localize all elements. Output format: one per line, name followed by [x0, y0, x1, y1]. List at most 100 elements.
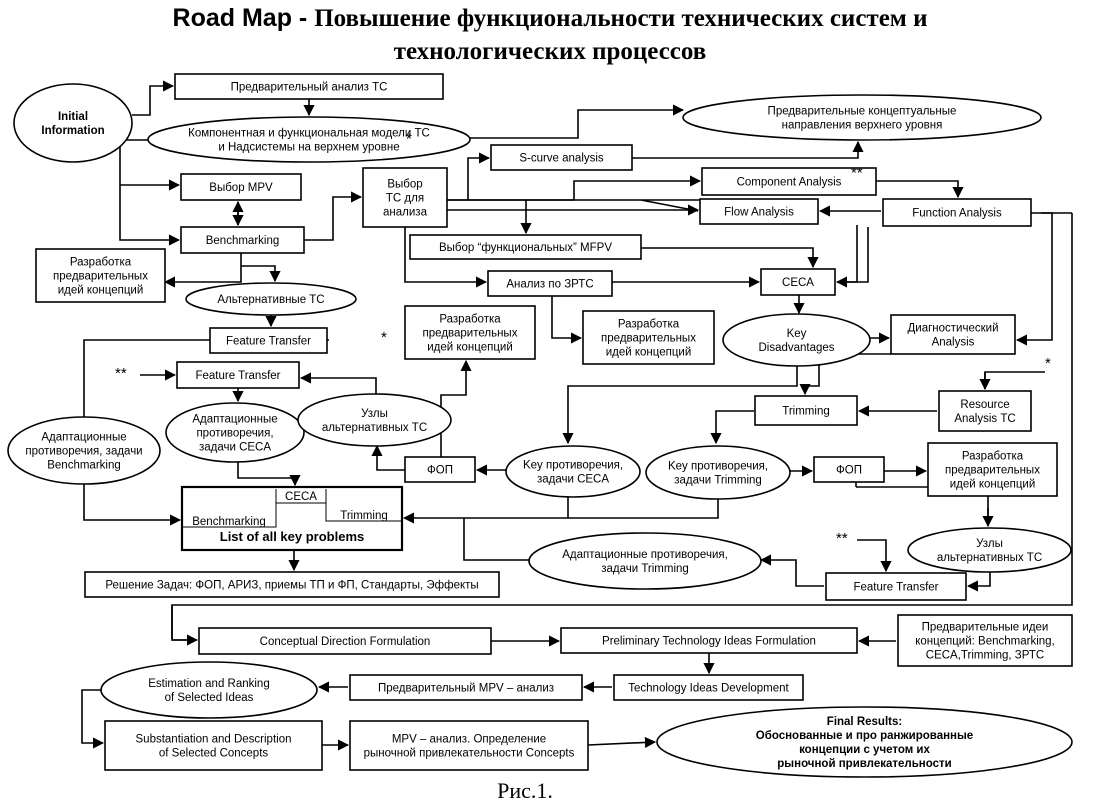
node-shape [645, 445, 791, 500]
node-shape [701, 167, 877, 196]
node-text: CECA,Trimming, ЗРТС [926, 650, 1044, 662]
node-function-analysis: Function Analysis [882, 198, 1032, 227]
node-shape [404, 305, 536, 360]
node-text: Benchmarking [206, 235, 280, 247]
node-text: Feature Transfer [195, 370, 280, 382]
node-shape [362, 167, 448, 228]
node-flow-analysis: Flow Analysis [699, 198, 819, 225]
node-text: Узлы [976, 538, 1003, 550]
node-text: Альтернативные ТС [217, 294, 324, 306]
node-text: Разработка [962, 451, 1024, 463]
node-text: Analysis ТС [954, 413, 1015, 425]
key-problems-divider [182, 502, 402, 528]
connector-arrow [632, 140, 864, 159]
connector-arrow [237, 462, 301, 487]
node-text: Estimation and Ranking [148, 678, 269, 690]
node-tech-ideas-dev: Technology Ideas Development [613, 674, 804, 701]
node-shape [938, 390, 1032, 432]
node-shape [882, 198, 1032, 227]
node-text: Предварительные концептуальные [768, 106, 957, 118]
node-text: Preliminary Technology Ideas Formulation [602, 636, 816, 648]
node-text: of Selected Concepts [159, 748, 269, 760]
node-text: концепции с учетом их [799, 744, 930, 756]
node-text: Final Results: [827, 716, 902, 728]
node-shape [682, 94, 1042, 141]
connector-arrow [641, 247, 819, 269]
key-problems-sublabel: Benchmarking [192, 516, 266, 528]
node-key-contr-ceca: Key противоречия, задачи CECA [505, 445, 641, 498]
node-text: Решение Задач: ФОП, АРИЗ, приемы ТП и ФП… [105, 580, 478, 592]
node-select-mpv: Выбор MPV [180, 173, 302, 201]
node-text: и Надсистемы на верхнем уровне [218, 142, 399, 154]
node-shape [890, 314, 1016, 355]
connector-arrow [857, 539, 892, 573]
node-adapt-trim: Адаптационные противоречия,задачи Trimmi… [528, 532, 762, 590]
node-feature-transfer-1: Feature Transfer [209, 327, 328, 354]
node-text: предварительных [945, 465, 1040, 477]
connector-arrow [1015, 212, 1053, 346]
node-pre-concept-dirs: Предварительные концептуальные направлени… [682, 94, 1042, 141]
connector-arrow [402, 499, 719, 524]
node-text: Key противоречия, [523, 460, 623, 472]
node-shape [907, 527, 1072, 573]
star-marker: ** [115, 365, 127, 382]
node-text: задачи CECA [537, 474, 609, 486]
connector-arrow [761, 559, 824, 587]
node-shape [505, 445, 641, 498]
node-shape [487, 270, 613, 297]
node-shape [176, 361, 300, 389]
node-shape [825, 572, 967, 601]
node-text: Разработка [439, 314, 501, 326]
node-fop-2: ФОП [813, 456, 885, 483]
connector-arrow [468, 175, 702, 201]
node-text: Адаптационные [192, 414, 277, 426]
node-shape [656, 706, 1073, 778]
star-marker: * [381, 329, 387, 346]
node-shape [180, 173, 302, 201]
node-shape [165, 402, 305, 463]
node-text: Key [787, 328, 807, 340]
node-text: Предварительные идеи [922, 622, 1049, 634]
connector-arrow [119, 139, 181, 246]
node-text: Разработка [70, 257, 132, 269]
title-en: Road Map [172, 4, 292, 32]
connector-arrow [835, 225, 858, 288]
node-text: Разработка [618, 319, 680, 331]
node-text: of Selected Ideas [165, 692, 254, 704]
node-text: противоречия, [196, 428, 273, 440]
node-text: Disadvantages [758, 342, 834, 354]
node-shape [404, 456, 476, 483]
node-text: S-curve analysis [519, 153, 604, 165]
node-solving: Решение Задач: ФОП, АРИЗ, приемы ТП и ФП… [84, 571, 500, 598]
node-text: рыночной привлекательности [777, 758, 951, 770]
node-text: ФОП [836, 465, 862, 477]
connector-arrow [966, 572, 991, 592]
node-prelim-mpv: Предварительный MPV – анализ [349, 674, 583, 701]
node-shape [927, 442, 1058, 497]
node-text: Feature Transfer [226, 336, 311, 348]
title-ru-line1: Повышение функциональности технических с… [314, 5, 928, 32]
node-shape [297, 393, 452, 447]
connector-arrow [562, 366, 798, 445]
figure-caption: Рис.1. [497, 778, 553, 803]
node-shape [490, 144, 633, 171]
node-text: Key противоречия, [668, 461, 768, 473]
node-text: ТС для [386, 193, 424, 205]
node-shape [754, 395, 858, 426]
node-text: Адаптационные противоречия, [562, 549, 728, 561]
node-text: Technology Ideas Development [628, 683, 789, 695]
node-text: идей концепций [606, 347, 692, 359]
node-text: идей концепций [427, 342, 513, 354]
node-text: Substantiation and Description [136, 734, 292, 746]
node-text: Function Analysis [912, 208, 1002, 220]
node-text: направления верхнего уровня [782, 120, 943, 132]
node-text: ФОП [427, 465, 453, 477]
